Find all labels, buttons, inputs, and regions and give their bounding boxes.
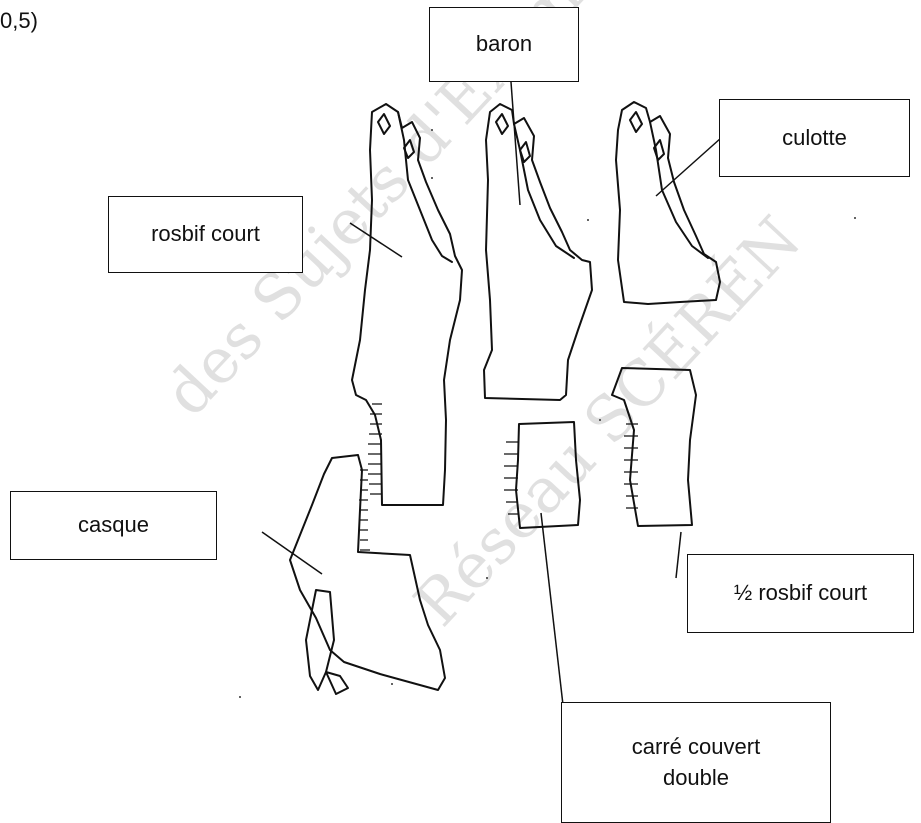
piece-baron-hoof [496,114,508,134]
piece-carre-couvert-double [516,422,580,528]
piece-rosbif-court-hoof [378,114,390,134]
leader-culotte [656,138,721,196]
label-casque-text: casque [78,510,149,541]
label-culotte: culotte [719,99,910,177]
label-rosbif-court-text: rosbif court [151,219,260,250]
label-carre-couvert-double: carré couvert double [561,702,831,823]
label-baron: baron [429,7,579,82]
piece-culotte-hoof [630,112,642,132]
label-demi-rosbif-court-text: ½ rosbif court [734,578,867,609]
piece-baron [484,104,592,400]
leader-rosbif-court [350,223,402,257]
ribs-carre [504,442,518,514]
label-carre-couvert-double-line2: double [663,763,729,794]
label-carre-couvert-double-line1: carré couvert [632,732,760,763]
label-casque: casque [10,491,217,560]
label-rosbif-court: rosbif court [108,196,303,273]
piece-demi-rosbif-court [612,368,696,526]
piece-rosbif-court-leg [398,112,452,262]
label-culotte-text: culotte [782,123,847,154]
leader-carre-couvert-double [541,513,563,705]
leader-demi-rosbif-court [676,532,681,578]
label-demi-rosbif-court: ½ rosbif court [687,554,914,633]
piece-casque-shank [306,590,334,690]
label-baron-text: baron [476,29,532,60]
